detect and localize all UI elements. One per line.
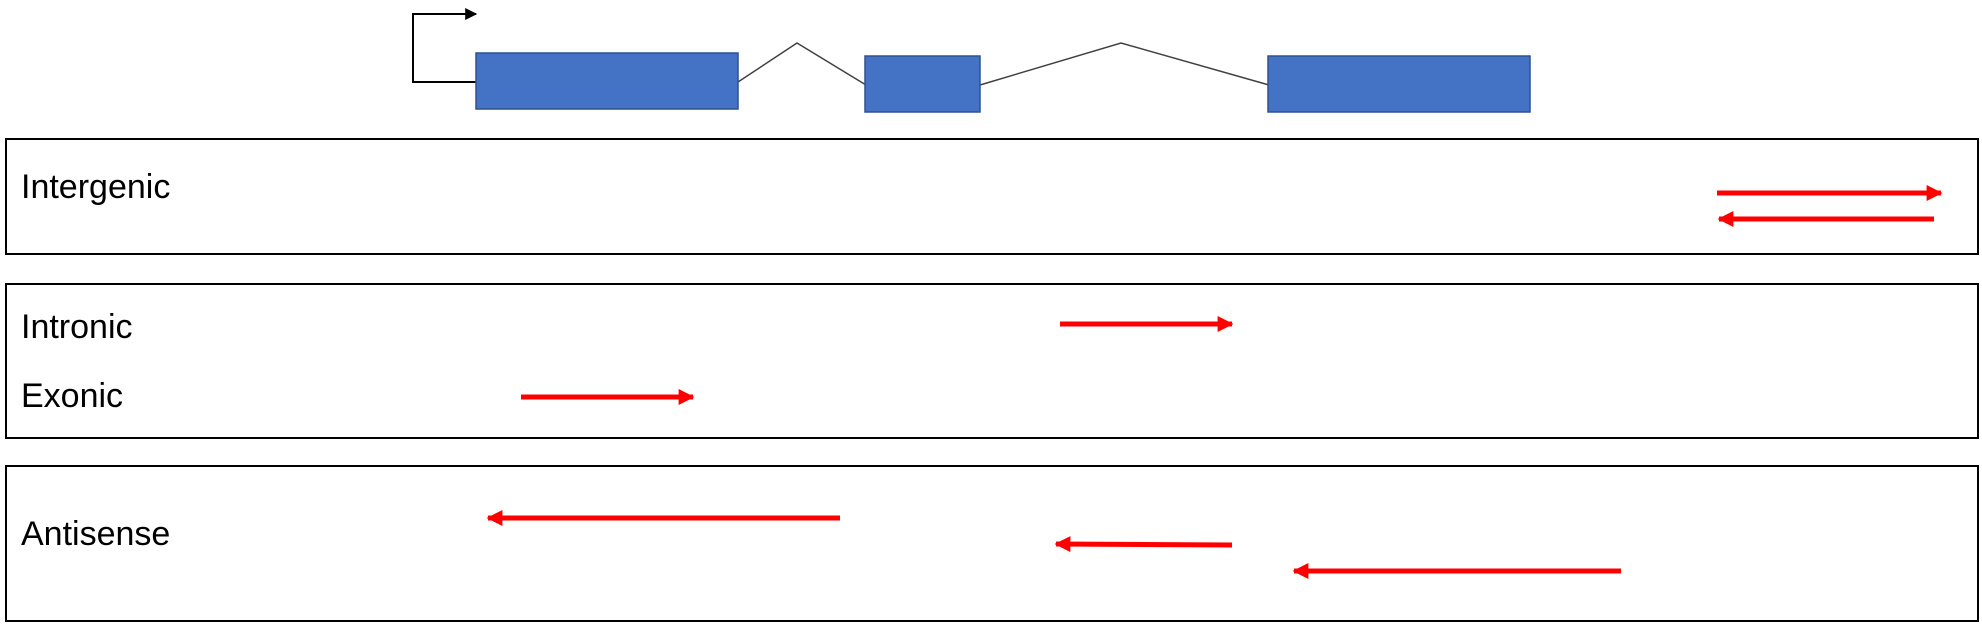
label-antisense: Antisense xyxy=(21,515,170,553)
label-intronic: Intronic xyxy=(21,308,133,346)
panel-intergenic: Intergenic xyxy=(5,138,1979,255)
antisense-transcript-arrow-2 xyxy=(1054,536,1233,553)
label-exonic: Exonic xyxy=(21,377,123,415)
intron-line-1 xyxy=(737,42,867,86)
gene-model xyxy=(412,8,1531,113)
exon-3 xyxy=(1267,55,1531,113)
exon-1 xyxy=(475,52,739,110)
panel-antisense: Antisense xyxy=(5,465,1979,622)
intron-line-2 xyxy=(979,42,1270,86)
panel-intronic-exonic-border xyxy=(5,283,1979,439)
panel-intronic-exonic: Intronic Exonic xyxy=(5,283,1979,439)
promoter-arrow-icon xyxy=(412,8,478,83)
panel-intergenic-border xyxy=(5,138,1979,255)
exon-2 xyxy=(864,55,981,113)
label-intergenic: Intergenic xyxy=(21,168,170,206)
panel-antisense-border xyxy=(5,465,1979,622)
